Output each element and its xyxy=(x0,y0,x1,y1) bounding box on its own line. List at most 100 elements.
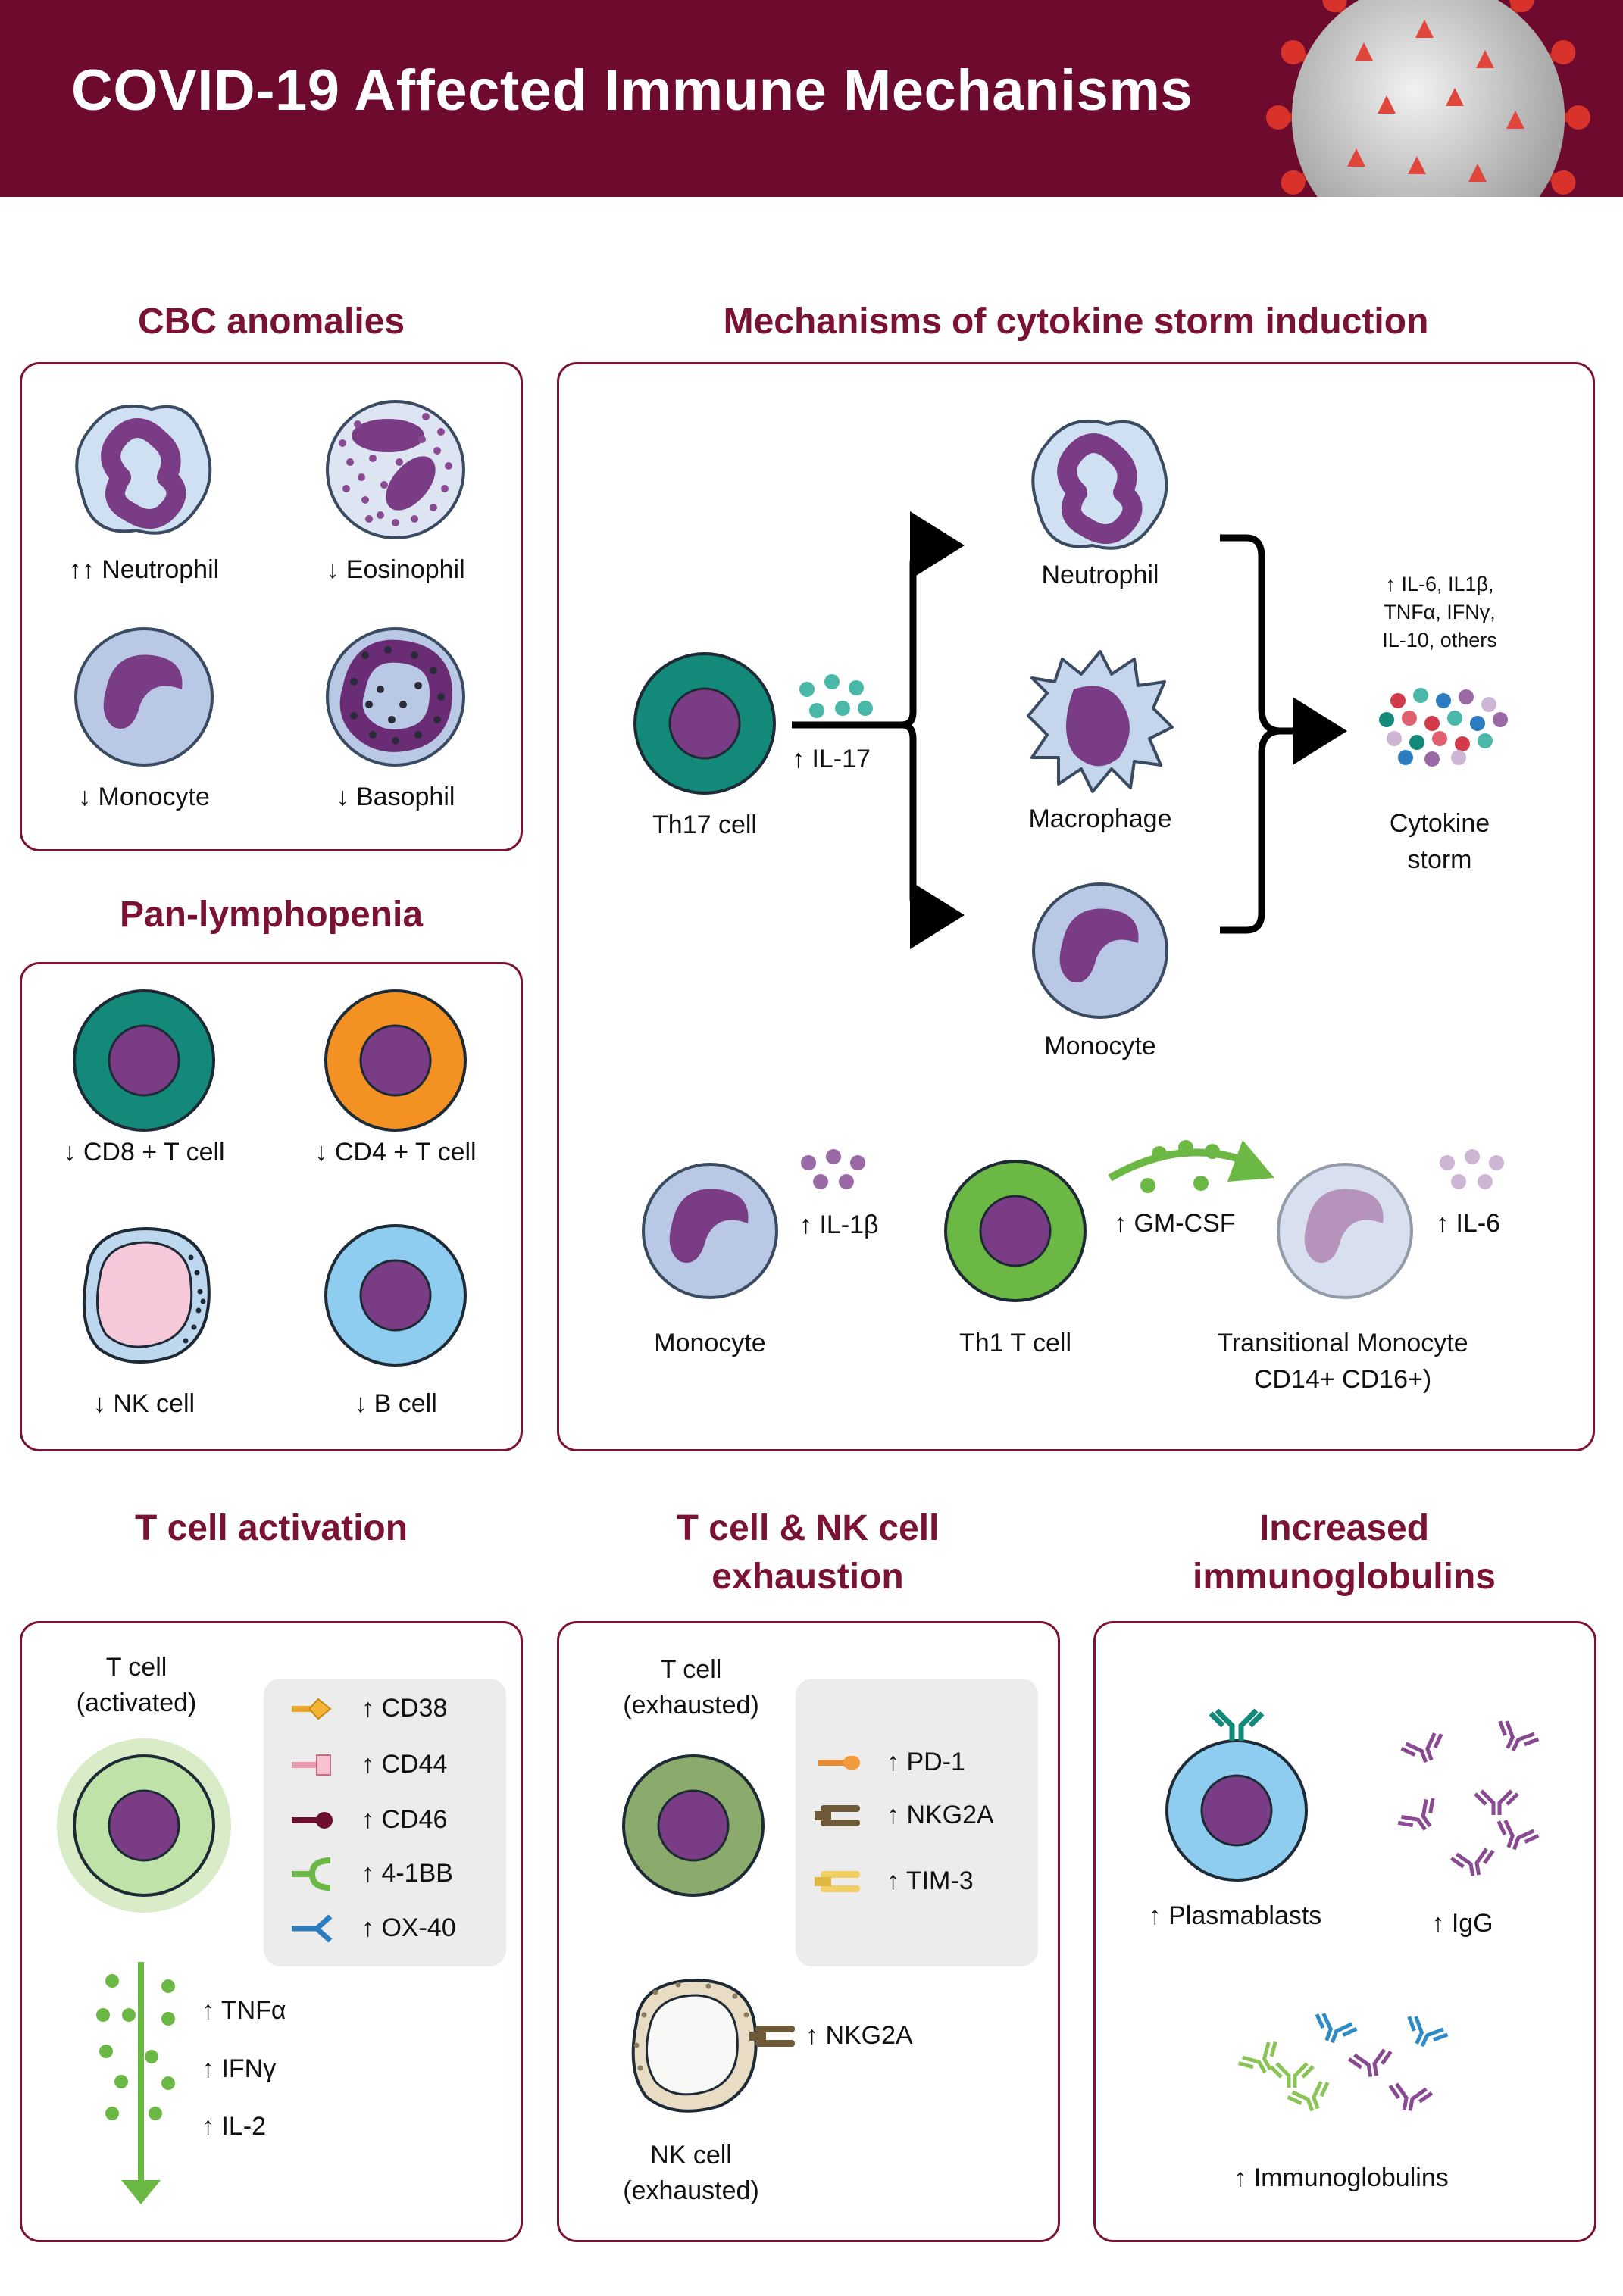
transitional-monocyte-icon xyxy=(1277,1163,1413,1299)
cytokine-ifng: ↑ IFNγ xyxy=(202,2054,277,2083)
marker-cd46: ↑ CD46 xyxy=(361,1805,448,1834)
basophil-cell-icon xyxy=(326,627,465,767)
tim3-marker-icon xyxy=(815,1871,860,1892)
marker-tim3: ↑ TIM-3 xyxy=(887,1866,974,1895)
ox40-marker-icon xyxy=(292,1914,333,1943)
exhausted-tcell-line2: (exhausted) xyxy=(623,1691,759,1720)
cd46-marker-icon xyxy=(292,1812,333,1829)
il1b-label: ↑ IL-1β xyxy=(799,1210,879,1239)
ig-title-line2: immunoglobulins xyxy=(1193,1557,1496,1597)
cd4-t-cell-icon xyxy=(324,989,467,1132)
il6-label: ↑ IL-6 xyxy=(1436,1209,1501,1238)
immunoglobulin-antibodies-icon xyxy=(1238,2013,1449,2112)
il1b-dots-icon xyxy=(801,1149,865,1189)
cbc-eosinophil-label: ↓ Eosinophil xyxy=(326,555,465,584)
cytokine-storm-dots-icon xyxy=(1379,688,1508,767)
exhausted-nk-line1: NK cell xyxy=(650,2141,732,2169)
pd1-marker-icon xyxy=(818,1756,860,1770)
cbc-monocyte-label: ↓ Monocyte xyxy=(78,783,210,811)
igg-label: ↑ IgG xyxy=(1431,1909,1493,1938)
th17-label: Th17 cell xyxy=(652,811,757,839)
cbc-neutrophil-label: ↑↑ Neutrophil xyxy=(68,555,220,584)
cd4-label: ↓ CD4 + T cell xyxy=(314,1138,477,1167)
storm-title: Mechanisms of cytokine storm induction xyxy=(723,301,1429,342)
cytokines-line1: ↑ IL-6, IL1β, xyxy=(1385,573,1494,595)
il17-dots-icon xyxy=(799,674,873,718)
macrophage-icon xyxy=(1027,650,1174,793)
storm-macrophage-label: Macrophage xyxy=(1028,804,1172,833)
cd8-label: ↓ CD8 + T cell xyxy=(63,1138,225,1167)
il6-dots-icon xyxy=(1440,1149,1504,1189)
monocyte-cell-icon xyxy=(74,627,214,767)
transitional-monocyte-line2: CD14+ CD16+) xyxy=(1253,1365,1432,1394)
cytokine-release-arrow-icon xyxy=(96,1962,175,2204)
cd38-marker-icon xyxy=(292,1698,332,1720)
cytokine-storm-line1: Cytokine xyxy=(1389,809,1490,838)
cytokines-line2: TNFα, IFNγ, xyxy=(1384,601,1496,623)
exhausted-tcell-line1: T cell xyxy=(660,1655,722,1684)
cytokine-il2: ↑ IL-2 xyxy=(202,2112,267,2141)
storm-monocyte2-label: Monocyte xyxy=(654,1329,766,1357)
nk-cell-icon xyxy=(82,1226,211,1364)
ig-panel xyxy=(1093,1621,1596,2242)
plasmablast-antibody-icon xyxy=(1209,1708,1265,1741)
storm-monocyte-icon xyxy=(1032,882,1168,1019)
marker-cd38: ↑ CD38 xyxy=(361,1694,448,1723)
nkg2a-marker-icon xyxy=(815,1805,860,1826)
marker-cd44: ↑ CD44 xyxy=(361,1750,448,1779)
plasmablast-cell-icon xyxy=(1165,1739,1308,1882)
lympho-title: Pan-lymphopenia xyxy=(119,895,424,935)
marker-nkg2a: ↑ NKG2A xyxy=(887,1801,994,1829)
th17-cell-icon xyxy=(633,652,776,795)
cytokine-tnfa: ↑ TNFα xyxy=(202,1996,286,2025)
th1-label: Th1 T cell xyxy=(958,1329,1072,1357)
gmcsf-arrow-icon xyxy=(1108,1140,1274,1193)
igg-antibodies-icon xyxy=(1397,1720,1540,1876)
cytokine-storm-line2: storm xyxy=(1407,845,1472,874)
storm-neutrophil-icon xyxy=(1031,419,1168,550)
b-label: ↓ B cell xyxy=(354,1389,437,1418)
eosinophil-cell-icon xyxy=(326,400,465,539)
b-cell-icon xyxy=(324,1224,467,1367)
plasmablasts-label: ↑ Plasmablasts xyxy=(1148,1901,1322,1930)
exhausted-nk-line2: (exhausted) xyxy=(623,2176,759,2205)
storm-monocyte2-icon xyxy=(642,1163,778,1299)
exh-title-line2: exhaustion xyxy=(711,1557,904,1597)
gmcsf-label: ↑ GM-CSF xyxy=(1114,1209,1236,1238)
cytokines-line3: IL-10, others xyxy=(1382,629,1497,651)
th17-branch-arrows xyxy=(792,511,965,949)
ig-title-line1: Increased xyxy=(1259,1508,1430,1548)
cd8-t-cell-icon xyxy=(73,989,215,1132)
page-title: COVID-19 Affected Immune Mechanisms xyxy=(71,58,1193,123)
il17-label: ↑ IL-17 xyxy=(792,745,871,773)
activated-cell-line2: (activated) xyxy=(76,1688,197,1717)
exh-title-line1: T cell & NK cell xyxy=(676,1508,940,1548)
nk-nkg2a-label: ↑ NKG2A xyxy=(805,2021,913,2050)
activated-cell-line1: T cell xyxy=(105,1653,167,1682)
coronavirus-icon xyxy=(1266,0,1590,197)
tact-title: T cell activation xyxy=(134,1508,408,1548)
marker-pd1: ↑ PD-1 xyxy=(887,1748,965,1776)
transitional-monocyte-line1: Transitional Monocyte xyxy=(1217,1329,1468,1357)
storm-monocyte-label: Monocyte xyxy=(1044,1032,1156,1061)
4-1bb-marker-icon xyxy=(292,1857,331,1891)
cd44-marker-icon xyxy=(292,1754,331,1776)
marker-ox40: ↑ OX-40 xyxy=(361,1913,456,1942)
storm-neutrophil-label: Neutrophil xyxy=(1041,561,1159,589)
neutrophil-cell-icon xyxy=(75,404,212,535)
cbc-title: CBC anomalies xyxy=(137,301,405,342)
th1-t-cell-icon xyxy=(944,1160,1087,1302)
exhausted-t-cell-icon xyxy=(622,1754,765,1897)
marker-4-1bb: ↑ 4-1BB xyxy=(361,1859,453,1888)
immunoglobulins-label: ↑ Immunoglobulins xyxy=(1234,2163,1449,2192)
convergence-bracket xyxy=(1220,534,1347,934)
ig-title: Increased immunoglobulins xyxy=(1094,1504,1594,1601)
header-banner: COVID-19 Affected Immune Mechanisms xyxy=(0,0,1623,197)
nk-nkg2a-marker-icon xyxy=(749,2026,795,2047)
exh-title: T cell & NK cell exhaustion xyxy=(558,1504,1058,1601)
cbc-basophil-label: ↓ Basophil xyxy=(336,783,455,811)
exhausted-nk-cell-icon xyxy=(631,1978,758,2113)
nk-label: ↓ NK cell xyxy=(92,1389,195,1418)
activated-t-cell-icon xyxy=(57,1738,231,1913)
